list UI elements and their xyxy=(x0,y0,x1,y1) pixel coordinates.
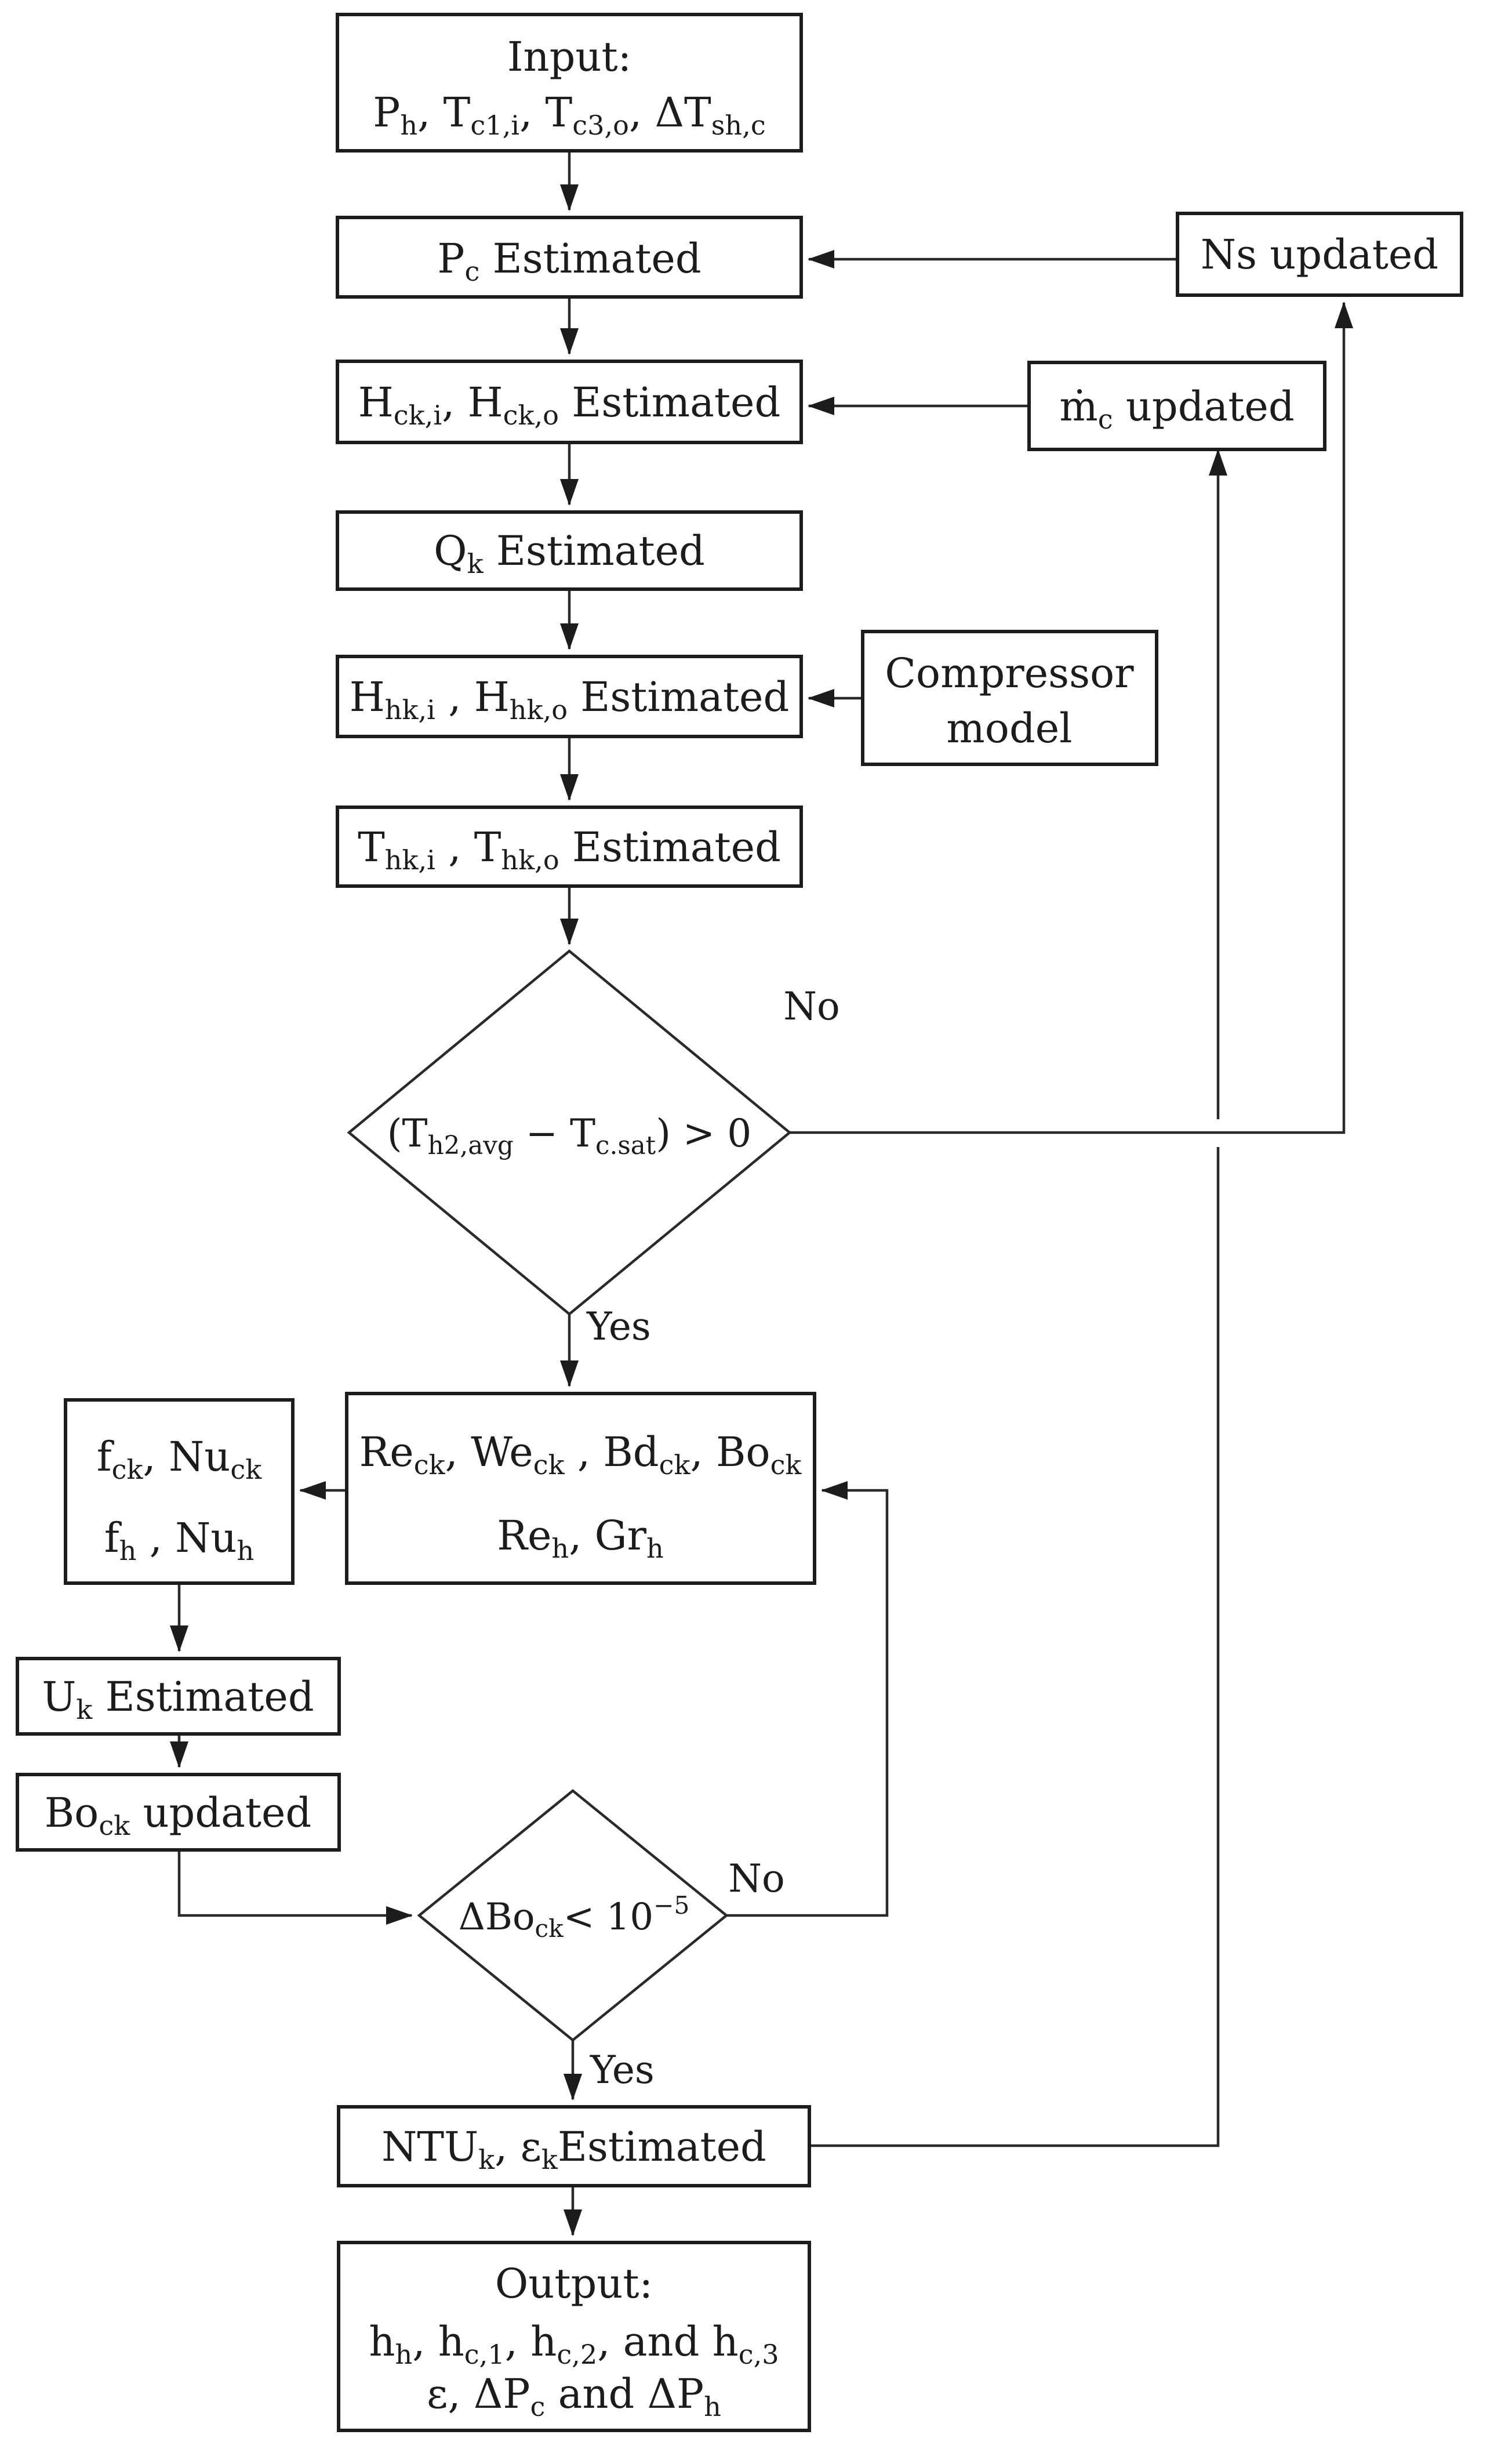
ntu-estimated-label: NTUk, εkEstimated xyxy=(381,2123,766,2175)
hhk-estimated-box xyxy=(336,655,803,738)
re-numbers-line2: Reh, Grh xyxy=(497,1512,664,1564)
input-box-line2: Ph, Tc1,i, Tc3,o, ΔTsh,c xyxy=(373,89,765,141)
uk-estimated-box xyxy=(16,1657,341,1736)
decision1-no-label: No xyxy=(783,984,840,1029)
output-line3: ε, ΔPc and ΔPh xyxy=(427,2370,721,2422)
mc-updated-box xyxy=(1027,361,1326,451)
output-box xyxy=(337,2241,811,2432)
hck-estimated-label: Hck,i, Hck,o Estimated xyxy=(358,379,781,431)
friction-nusselt-box xyxy=(64,1398,295,1585)
decision1-diamond xyxy=(347,949,792,1316)
thk-estimated-box xyxy=(336,805,803,888)
compressor-model-line1: Compressor xyxy=(885,649,1134,697)
output-line2: hh, hc,1, hc,2, and hc,3 xyxy=(369,2318,779,2370)
input-box xyxy=(336,13,803,153)
decision2-no-label: No xyxy=(728,1856,785,1901)
qk-estimated-box xyxy=(336,510,803,591)
decision1-label: (Th2,avg − Tc.sat) > 0 xyxy=(387,1111,751,1160)
decision2-yes-label: Yes xyxy=(590,2048,655,2092)
decision1-yes-label: Yes xyxy=(586,1304,651,1349)
edge-bock-to-decision2 xyxy=(177,1850,413,1925)
bock-updated-box xyxy=(16,1773,341,1852)
pc-estimated-label: Pc Estimated xyxy=(437,235,701,287)
ntu-estimated-box xyxy=(337,2105,811,2187)
hhk-estimated-label: Hhk,i , Hhk,o Estimated xyxy=(350,673,790,725)
mc-updated-label: ṁc updated xyxy=(1059,383,1294,435)
thk-estimated-label: Thk,i , Thk,o Estimated xyxy=(358,823,781,876)
bock-updated-label: Bock updated xyxy=(45,1789,312,1841)
edge-ntu-to-mc xyxy=(809,450,1218,2147)
edge-decision2-no-loop-to-re xyxy=(726,1481,889,1917)
input-box-line1: Input: xyxy=(507,33,631,81)
decision2-label: ΔBock< 10−5 xyxy=(459,1891,690,1943)
output-line1: Output: xyxy=(495,2260,653,2307)
friction-nusselt-line2: fh , Nuh xyxy=(104,1514,255,1566)
friction-nusselt-line1: fck, Nuck xyxy=(97,1433,262,1485)
decision2-diamond xyxy=(417,1789,729,2042)
uk-estimated-label: Uk Estimated xyxy=(42,1673,314,1725)
ns-updated-box xyxy=(1176,212,1463,297)
qk-estimated-label: Qk Estimated xyxy=(434,527,705,579)
pc-estimated-box xyxy=(336,216,803,299)
re-numbers-line1: Reck, Weck , Bdck, Bock xyxy=(359,1428,802,1481)
compressor-model-box xyxy=(861,630,1158,766)
edge-decision1-no-to-ns xyxy=(790,302,1353,1134)
compressor-model-line2: model xyxy=(946,705,1072,752)
ns-updated-label: Ns updated xyxy=(1201,231,1438,278)
re-numbers-box xyxy=(345,1392,816,1585)
hck-estimated-box xyxy=(336,360,803,444)
